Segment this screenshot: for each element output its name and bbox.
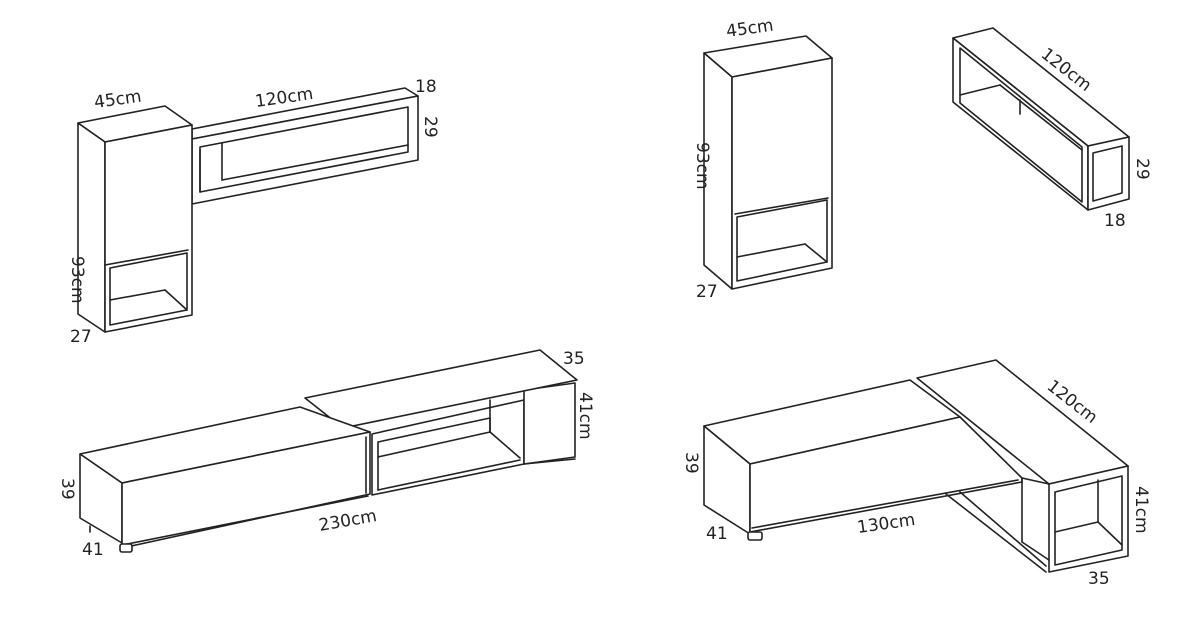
tv-unit (703, 379, 1047, 573)
top-left-cabinet-depth-label: 27 (70, 327, 92, 347)
top-left-shelf-depth-label: 18 (415, 77, 437, 97)
top-left-cabinet-width-label: 45cm (93, 87, 143, 113)
tall-cabinet (703, 35, 833, 290)
bottom-right-assembly: 130cm 39 41 120cm 41cm 35 (681, 359, 1151, 589)
bottom-right-tv-height-label: 39 (681, 452, 701, 474)
top-right-cabinet-height-label: 93cm (692, 142, 712, 190)
top-right-shelf-height-label: 29 (1132, 158, 1152, 180)
top-left-assembly: 45cm 93cm 27 120cm 18 29 (67, 77, 440, 347)
top-right-cabinet-depth-label: 27 (696, 282, 718, 302)
bottom-left-tv-width-label: 230cm (317, 506, 378, 536)
bottom-left-side-height-label: 41cm (575, 392, 595, 440)
bottom-right-tv-width-label: 130cm (856, 510, 917, 538)
wall-shelf (191, 87, 419, 205)
bottom-left-tv-height-label: 39 (57, 478, 77, 500)
bottom-left-tv-depth-label: 41 (82, 540, 104, 560)
top-right-cabinet-width-label: 45cm (725, 16, 775, 42)
bottom-right-side-height-label: 41cm (1131, 486, 1151, 534)
tv-unit (79, 406, 371, 553)
top-left-cabinet-height-label: 93cm (67, 256, 87, 304)
top-right-assembly: 45cm 93cm 27 120cm 29 18 (692, 16, 1152, 302)
top-right-shelf-depth-label: 18 (1104, 211, 1126, 231)
bottom-left-side-depth-label: 35 (563, 349, 585, 369)
tall-cabinet (77, 105, 193, 333)
side-module (916, 359, 1129, 573)
bottom-right-tv-depth-label: 41 (706, 524, 728, 544)
top-left-shelf-height-label: 29 (420, 116, 440, 138)
side-module (371, 382, 576, 496)
wall-shelf (952, 27, 1130, 211)
bottom-left-assembly: 230cm 39 41 41cm 35 (57, 349, 595, 560)
bottom-right-side-depth-label: 35 (1088, 569, 1110, 589)
